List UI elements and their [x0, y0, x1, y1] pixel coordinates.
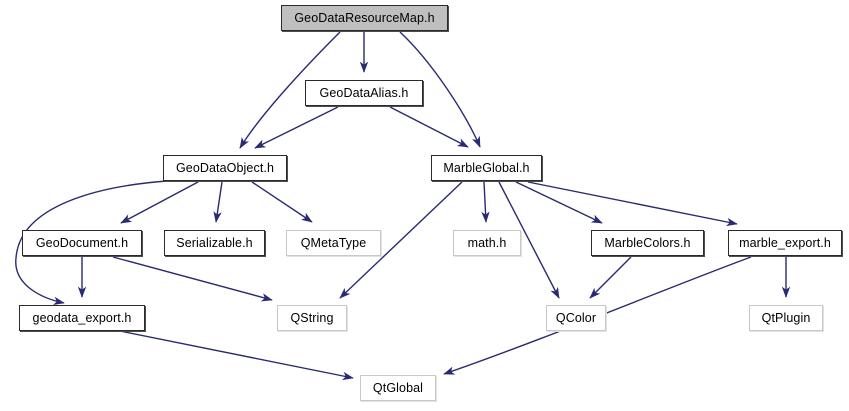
graph-edge [339, 181, 463, 299]
graph-edge [251, 181, 313, 223]
graph-edge [481, 181, 490, 223]
graph-node-marblecolors[interactable]: MarbleColors.h [591, 230, 704, 256]
graph-edge [498, 181, 560, 299]
graph-edge [120, 181, 199, 224]
graph-node-geodataexport[interactable]: geodata_export.h [19, 305, 145, 331]
graph-edge [213, 181, 223, 223]
graph-edge [589, 256, 632, 299]
graph-node-geodataalias[interactable]: GeoDataAlias.h [305, 80, 423, 106]
graph-node-marbleglobal[interactable]: MarbleGlobal.h [431, 155, 542, 181]
graph-node-label: GeoDataResourceMap.h [294, 10, 435, 25]
graph-node-serializable[interactable]: Serializable.h [164, 230, 265, 256]
graph-node-qstring[interactable]: QString [277, 305, 347, 331]
graph-node-label: Serializable.h [176, 235, 253, 250]
graph-node-marbleexport[interactable]: marble_export.h [728, 230, 842, 256]
graph-edge [443, 256, 752, 375]
graph-node-mathh[interactable]: math.h [453, 230, 521, 256]
graph-node-label: QColor [555, 310, 597, 325]
graph-node-label: GeoDocument.h [35, 235, 129, 250]
graph-node-label: MarbleColors.h [604, 235, 691, 250]
graph-edge [112, 256, 273, 302]
graph-edge [119, 330, 354, 381]
graph-node-qcolor[interactable]: QColor [546, 305, 606, 331]
graph-node-geodocument[interactable]: GeoDocument.h [22, 230, 142, 256]
graph-node-label: math.h [467, 235, 507, 250]
graph-node-label: QtPlugin [761, 310, 811, 325]
graph-edge [515, 181, 603, 224]
graph-node-label: QString [290, 310, 334, 325]
graph-edge [399, 31, 481, 148]
graph-edge [15, 180, 168, 305]
graph-node-label: QtGlobal [372, 380, 424, 395]
graph-edge [254, 106, 339, 149]
graph-node-qtplugin[interactable]: QtPlugin [749, 305, 823, 331]
graph-node-label: marble_export.h [739, 235, 831, 250]
graph-edge [527, 181, 738, 227]
graph-node-qtglobal[interactable]: QtGlobal [360, 375, 436, 401]
graph-node-qmetatype[interactable]: QMetaType [286, 230, 381, 256]
graph-node-geodataobject[interactable]: GeoDataObject.h [163, 155, 287, 181]
graph-node-label: GeoDataObject.h [175, 160, 275, 175]
graph-edge [239, 31, 341, 149]
graph-node-label: MarbleGlobal.h [443, 160, 530, 175]
graph-node-label: QMetaType [300, 235, 367, 250]
graph-node-label: GeoDataAlias.h [319, 85, 409, 100]
graph-node-georesourcemap[interactable]: GeoDataResourceMap.h [281, 5, 448, 31]
graph-edge [389, 106, 469, 148]
graph-node-label: geodata_export.h [32, 310, 132, 325]
